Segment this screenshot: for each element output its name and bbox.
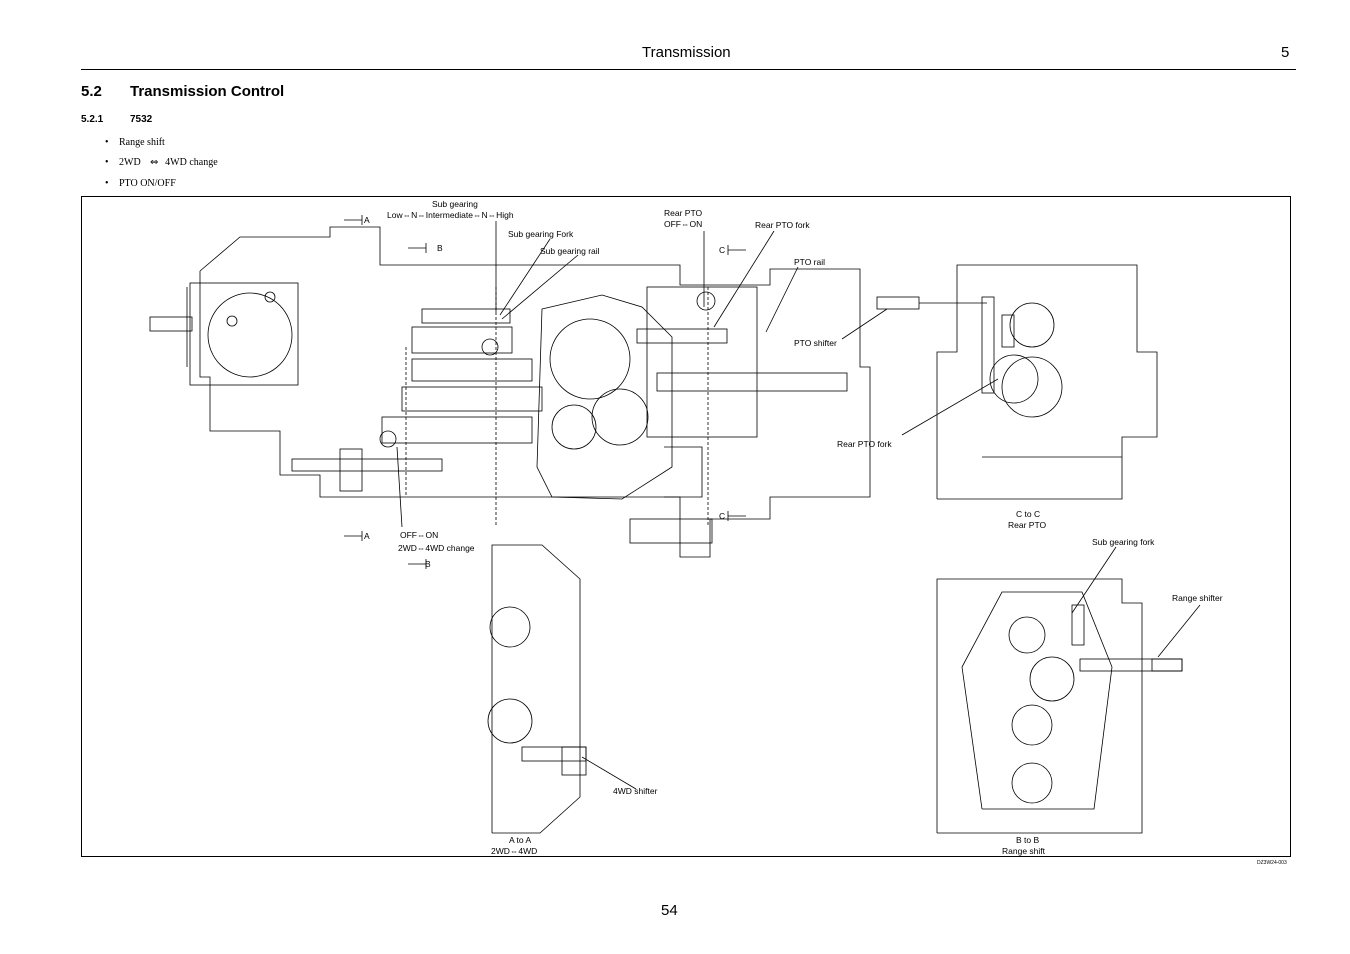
bullet-text: Range shift — [119, 137, 165, 148]
header-rule — [81, 69, 1296, 70]
bullet-text: PTO ON/OFF — [119, 178, 176, 189]
bullet-text: 2WD — [119, 157, 141, 168]
drawing-lines — [149, 215, 1201, 834]
label-2wd-4wd-change: 2WD⇔4WD change — [398, 543, 475, 553]
section-number: 5.2 — [81, 83, 102, 100]
diagram-svg: Sub gearing Low⇔N⇔Intermediate⇔N⇔High Su… — [149, 199, 1223, 856]
figure-code: DZ3W24-003 — [1257, 860, 1287, 866]
bullet-item: •Range shift — [105, 137, 165, 148]
subsection-number: 5.2.1 — [81, 114, 104, 125]
label-sub-gearing-positions: Low⇔N⇔Intermediate⇔N⇔High — [387, 210, 514, 220]
label-2wd-4wd: 2WD⇔4WD — [491, 846, 537, 856]
label-4wd-shifter: 4WD shifter — [613, 786, 658, 796]
label-rear-pto: Rear PTO — [664, 208, 702, 218]
transmission-diagram: Sub gearing Low⇔N⇔Intermediate⇔N⇔High Su… — [81, 196, 1291, 857]
label-pto-rail: PTO rail — [794, 257, 825, 267]
label-rear-pto-fork: Rear PTO fork — [755, 220, 810, 230]
label-rear-pto-off-on: OFF⇔ON — [664, 219, 702, 229]
section-mark-b: B — [425, 559, 431, 569]
section-mark-c: C — [719, 511, 725, 521]
label-pto-shifter: PTO shifter — [794, 338, 837, 348]
section-mark-a: A — [364, 531, 370, 541]
label-range-shifter: Range shifter — [1172, 593, 1223, 603]
label-rear-pto-caption: Rear PTO — [1008, 520, 1046, 530]
chapter-number: 5 — [1281, 44, 1290, 61]
label-4wd-off-on: OFF⇔ON — [400, 530, 438, 540]
label-sub-gearing-rail: Sub gearing rail — [540, 246, 600, 256]
section-title: Transmission Control — [130, 83, 285, 100]
bullet-text: 4WD change — [165, 157, 218, 168]
label-b-to-b: B to B — [1016, 835, 1039, 845]
label-sub-gearing: Sub gearing — [432, 199, 478, 209]
label-rear-pto-fork-2: Rear PTO fork — [837, 439, 892, 449]
running-header-title: Transmission — [642, 44, 731, 61]
label-sub-gearing-fork: Sub gearing Fork — [508, 229, 574, 239]
label-c-to-c: C to C — [1016, 509, 1040, 519]
label-sub-gearing-fork-2: Sub gearing fork — [1092, 537, 1155, 547]
page-number: 54 — [661, 902, 678, 919]
section-mark-a: A — [364, 215, 370, 225]
bullet-item: •PTO ON/OFF — [105, 178, 176, 189]
label-range-shift: Range shift — [1002, 846, 1046, 856]
subsection-title: 7532 — [130, 114, 153, 125]
label-a-to-a: A to A — [509, 835, 532, 845]
double-arrow-icon: ⇔ — [149, 157, 159, 168]
section-mark-b: B — [437, 243, 443, 253]
section-mark-c: C — [719, 245, 725, 255]
bullet-item: •2WD ⇔4WD change — [105, 157, 218, 168]
